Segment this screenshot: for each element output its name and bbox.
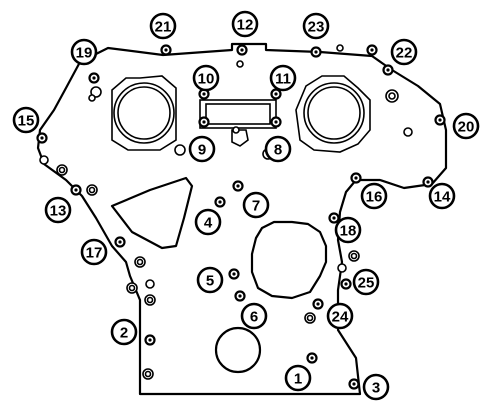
callout-9: 9: [188, 135, 216, 163]
svg-text:4: 4: [204, 215, 213, 232]
bolt: [88, 72, 100, 84]
callout-12: 12: [231, 10, 259, 38]
svg-text:10: 10: [198, 71, 215, 88]
left-triangular-opening: [110, 176, 194, 250]
svg-text:15: 15: [18, 113, 35, 130]
svg-text:9: 9: [198, 142, 206, 159]
svg-text:24: 24: [332, 309, 349, 326]
bolt: [434, 114, 446, 126]
bolt: [198, 116, 210, 128]
left-cylinder-bore: [111, 75, 177, 151]
bolt: [340, 278, 352, 290]
bolt-locations: [36, 44, 446, 390]
svg-text:1: 1: [294, 371, 302, 388]
svg-text:17: 17: [86, 245, 103, 262]
bolt: [348, 378, 360, 390]
svg-text:23: 23: [308, 19, 325, 36]
callout-21: 21: [149, 12, 177, 40]
callout-16: 16: [360, 182, 388, 210]
bolt: [310, 46, 322, 58]
svg-text:5: 5: [206, 273, 214, 290]
callout-19: 19: [70, 38, 98, 66]
callout-4: 4: [194, 208, 222, 236]
callout-17: 17: [80, 238, 108, 266]
callout-6: 6: [240, 302, 268, 330]
bolt: [236, 44, 248, 56]
callout-5: 5: [196, 266, 224, 294]
lower-round-opening: [214, 326, 262, 374]
callout-23: 23: [302, 12, 330, 40]
svg-text:13: 13: [50, 203, 67, 220]
bolt: [232, 180, 244, 192]
callout-15: 15: [12, 106, 40, 134]
svg-text:14: 14: [434, 189, 451, 206]
bolt: [270, 116, 282, 128]
bolt: [312, 298, 324, 310]
bolt: [70, 184, 82, 196]
right-cylinder-bore: [295, 75, 371, 153]
bolt: [114, 236, 126, 248]
callout-24: 24: [326, 302, 354, 330]
svg-text:18: 18: [340, 223, 357, 240]
center-gear-opening: [250, 220, 328, 300]
bolt: [228, 268, 240, 280]
callout-2: 2: [110, 318, 138, 346]
svg-text:20: 20: [458, 119, 475, 136]
callout-22: 22: [390, 38, 418, 66]
bolt: [350, 172, 362, 184]
bolt: [214, 196, 226, 208]
callout-20: 20: [452, 112, 480, 140]
small-holes: [39, 44, 413, 380]
bolt: [422, 176, 434, 188]
callout-1: 1: [284, 364, 312, 392]
bolt: [366, 44, 378, 56]
bolt: [270, 88, 282, 100]
svg-text:8: 8: [274, 142, 282, 159]
bolt: [144, 334, 156, 346]
bolt: [382, 64, 394, 76]
callout-14: 14: [428, 182, 456, 210]
svg-text:3: 3: [372, 380, 380, 397]
svg-text:16: 16: [366, 189, 383, 206]
svg-text:2: 2: [120, 325, 128, 342]
bolt: [36, 132, 48, 144]
bolt: [234, 290, 246, 302]
callout-18: 18: [334, 216, 362, 244]
svg-text:22: 22: [396, 45, 413, 62]
svg-text:12: 12: [237, 17, 254, 34]
svg-text:6: 6: [250, 309, 258, 326]
svg-text:11: 11: [275, 71, 291, 88]
callout-10: 10: [192, 64, 220, 92]
callout-7: 7: [242, 191, 270, 219]
center-bracket: [231, 129, 249, 147]
svg-text:7: 7: [252, 198, 260, 215]
bolt: [328, 212, 340, 224]
callout-3: 3: [362, 373, 390, 401]
svg-text:19: 19: [76, 45, 93, 62]
bolt: [160, 44, 172, 56]
svg-text:25: 25: [358, 275, 375, 292]
bolt: [306, 352, 318, 364]
callout-8: 8: [264, 135, 292, 163]
callout-13: 13: [44, 196, 72, 224]
callout-11: 11: [269, 64, 297, 92]
svg-text:21: 21: [155, 19, 172, 36]
callout-25: 25: [352, 268, 380, 296]
